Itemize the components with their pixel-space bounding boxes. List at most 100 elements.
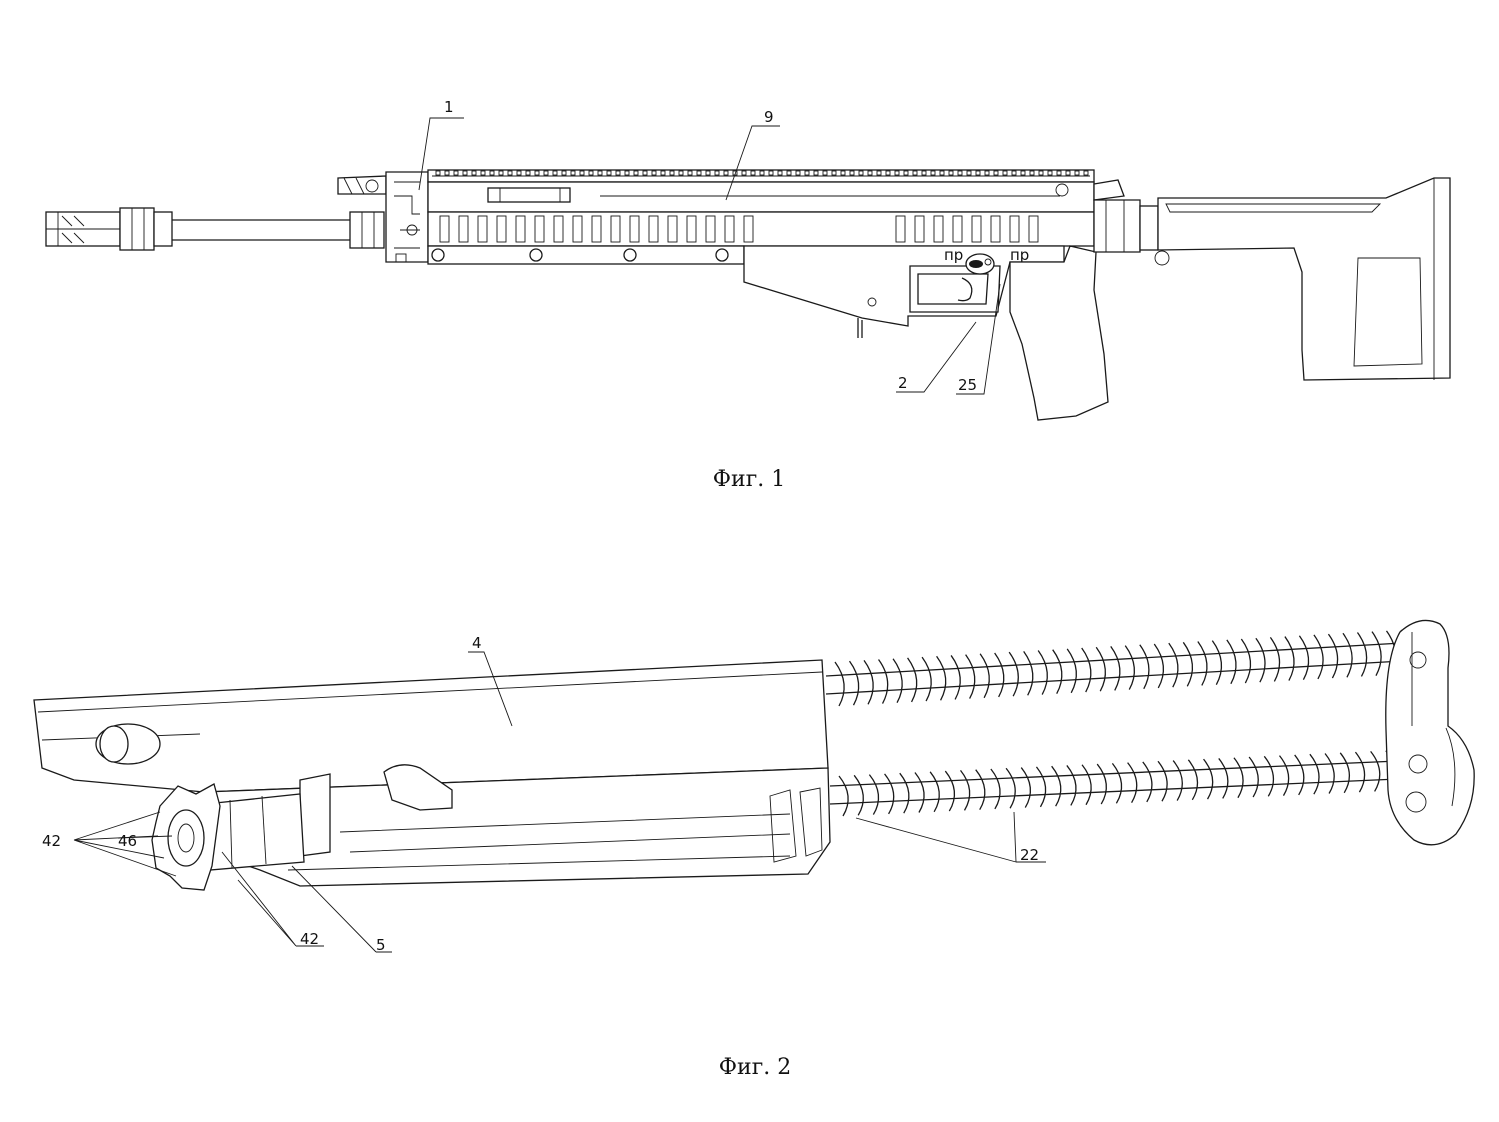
spring-coil	[1153, 643, 1164, 689]
spring-coil	[1066, 765, 1077, 806]
rail-slot	[667, 215, 678, 243]
spring-coil	[1124, 645, 1135, 690]
rail-slot	[750, 170, 756, 176]
spring-coil	[1023, 650, 1034, 696]
ref-label-1: 1	[444, 98, 454, 116]
spring-coil	[1037, 650, 1048, 695]
rail-slot	[579, 170, 585, 176]
rail-slot	[1020, 170, 1026, 176]
rail-slot	[867, 170, 873, 176]
rail-slot	[480, 170, 486, 176]
rail-slot	[553, 215, 564, 243]
ref-label-9: 9	[764, 108, 774, 126]
rail-slot	[885, 170, 891, 176]
spring-coil	[1298, 635, 1310, 681]
rail-slot	[444, 170, 450, 176]
spring-coil	[1354, 751, 1366, 793]
rail-slot	[933, 215, 944, 243]
rail-slot	[588, 170, 594, 176]
rail-slot	[1065, 170, 1071, 176]
ref-label-5: 5	[376, 936, 386, 954]
spring-coil	[1066, 648, 1077, 694]
figure-1-caption: Фиг. 1	[713, 467, 785, 492]
rail-slot	[648, 215, 659, 243]
spring-coil	[960, 769, 971, 811]
spring-coil	[1233, 757, 1244, 799]
ref-label-42-lugs: 42	[42, 832, 61, 850]
rail-slot	[705, 170, 711, 176]
spring-coil	[1226, 639, 1237, 685]
rail-slot	[686, 215, 697, 243]
rail-slot	[696, 170, 702, 176]
spring-coil	[1284, 636, 1295, 681]
rail-slot	[786, 170, 792, 176]
spring-coil	[1051, 765, 1062, 807]
rail-slot	[591, 215, 602, 243]
spring-seat-plate	[1385, 619, 1475, 846]
figure-2-leaders	[73, 651, 1046, 953]
rail-slot	[952, 215, 963, 243]
receiver-trigger-group: пр пр	[743, 245, 1065, 338]
spring-coil	[1127, 762, 1138, 803]
rail-slot	[876, 170, 882, 176]
spring-coil	[1327, 633, 1339, 679]
spring-coil	[1197, 641, 1208, 686]
rail-pin	[623, 248, 637, 262]
spring-coil	[838, 775, 849, 817]
spring-coil	[1052, 649, 1063, 695]
ref-label-4: 4	[472, 634, 482, 652]
spring-coil	[914, 772, 925, 813]
rail-slot	[572, 215, 583, 243]
spring-coil	[884, 773, 895, 815]
rail-pin	[431, 248, 445, 262]
rail-slot	[768, 170, 774, 176]
spring-coil	[834, 661, 845, 707]
spring-coil	[1356, 632, 1368, 677]
rail-slot	[678, 170, 684, 176]
rail-slot	[534, 170, 540, 176]
rail-slot	[570, 170, 576, 176]
rail-slot	[1028, 215, 1039, 243]
rail-slot	[606, 170, 612, 176]
stock-assembly	[1093, 177, 1451, 381]
rail-slot	[1074, 170, 1080, 176]
spring-coil	[936, 655, 947, 701]
spring-coil	[1168, 642, 1179, 688]
rail-slot	[724, 215, 735, 243]
spring-coil	[1211, 640, 1223, 685]
rail-slot	[990, 215, 1001, 243]
rail-slot	[939, 170, 945, 176]
spring-coil	[1255, 637, 1266, 683]
rail-slot	[435, 170, 441, 176]
rail-slot	[971, 215, 982, 243]
spring-coil	[1110, 646, 1121, 691]
spring-coil	[1240, 638, 1252, 684]
spring-coil	[1139, 644, 1150, 690]
rail-slots-top	[435, 170, 1089, 176]
figure-2-bolt-carrier: 4 42 46 42 5 22	[33, 619, 1475, 954]
spring-coil	[1339, 752, 1350, 794]
rail-slot	[669, 170, 675, 176]
rail-slot	[741, 170, 747, 176]
spring-coil	[1081, 764, 1092, 806]
spring-coil	[1263, 755, 1275, 797]
rail-slot	[930, 170, 936, 176]
rail-slot	[624, 170, 630, 176]
rail-slot	[561, 170, 567, 176]
barrel	[172, 211, 385, 249]
ref-label-42-head: 42	[300, 930, 319, 948]
spring-coil	[944, 770, 956, 812]
rail-slot	[471, 170, 477, 176]
rail-slot	[849, 170, 855, 176]
front-block	[337, 171, 429, 263]
spring-coil	[990, 768, 1001, 810]
spring-coil	[1035, 766, 1047, 808]
rail-slot	[903, 170, 909, 176]
rail-slot	[439, 215, 450, 243]
rail-slot	[723, 170, 729, 176]
rail-slot	[759, 170, 765, 176]
spring-coil	[878, 659, 889, 704]
rail-slot	[1038, 170, 1044, 176]
figure-1-leaders	[418, 117, 1001, 395]
spring-coil	[853, 774, 864, 816]
